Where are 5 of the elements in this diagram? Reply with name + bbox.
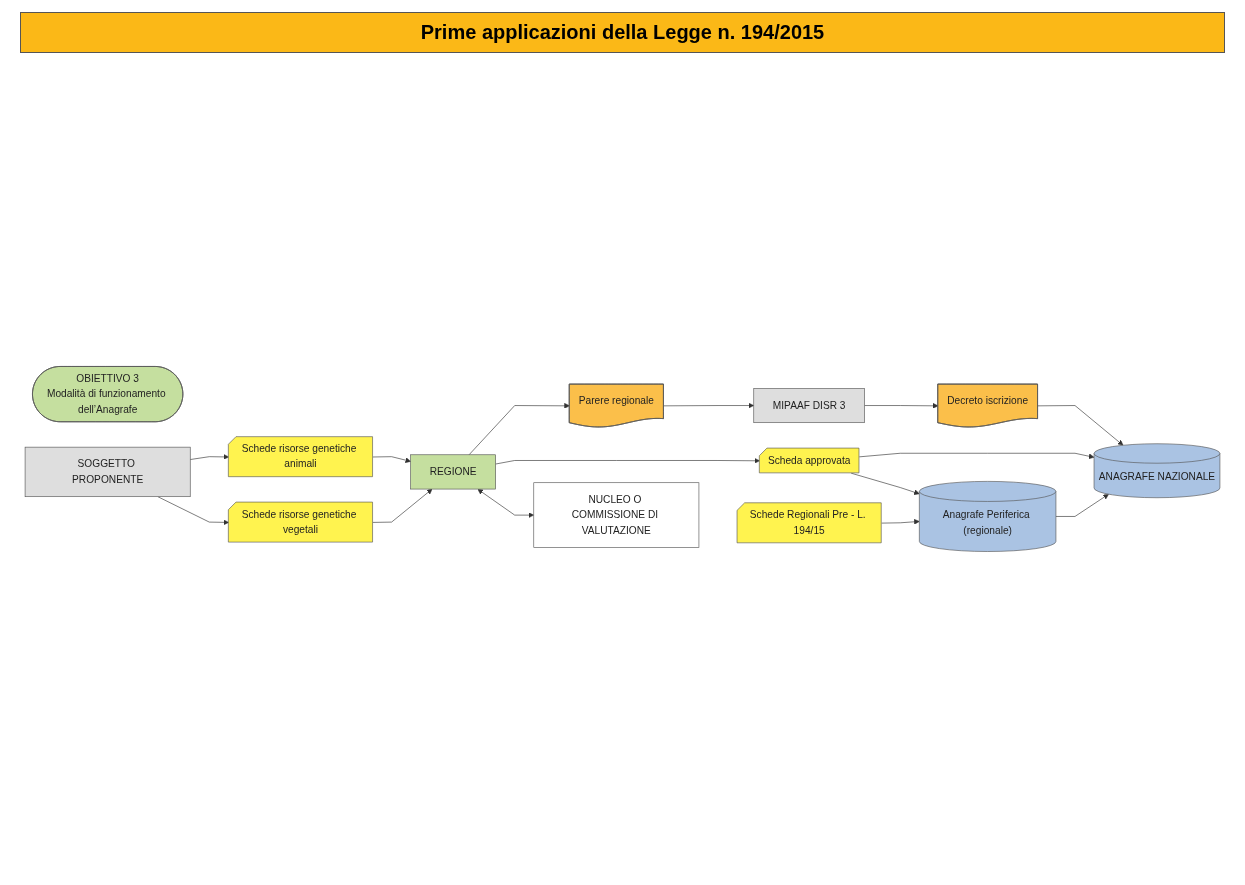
title-banner: Prime applicazioni della Legge n. 194/2015 (20, 12, 1225, 53)
node-box: SOGGETTO PROPONENTE (24, 446, 191, 497)
node-box: NUCLEO O COMMISSIONE DI VALUTAZIONE (533, 482, 700, 548)
node-box: REGIONE (410, 454, 496, 490)
node-box: MIPAAF DISR 3 (753, 388, 865, 423)
